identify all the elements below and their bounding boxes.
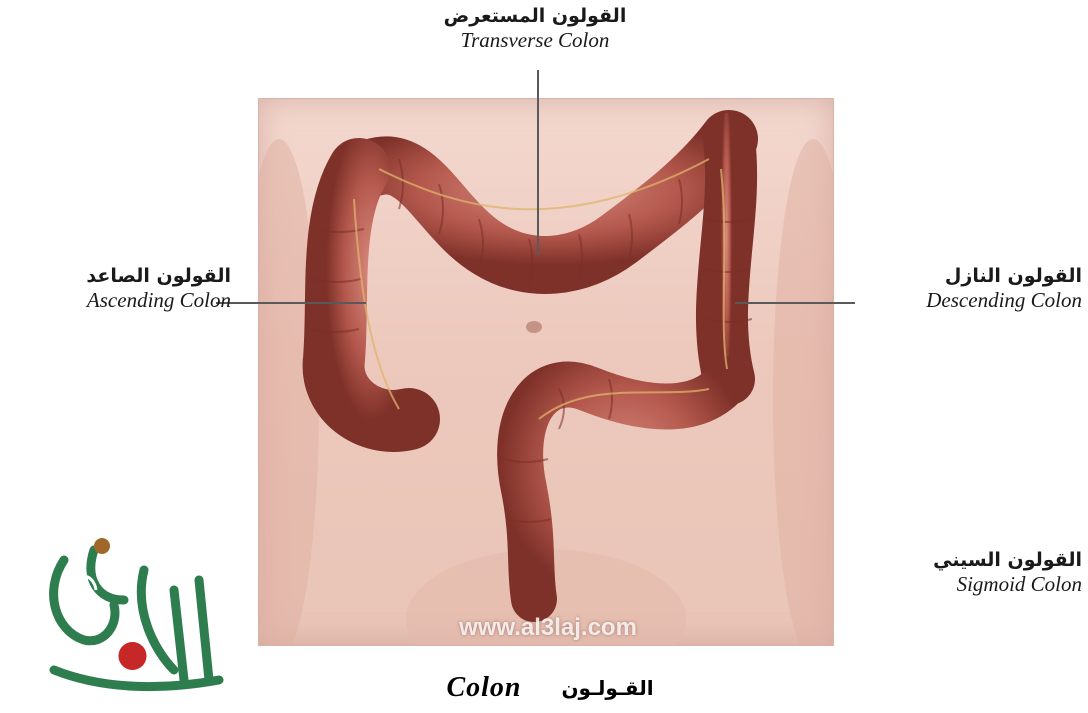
ascending-colon-label-en: Ascending Colon <box>6 288 231 312</box>
transverse-leader-line <box>537 70 539 255</box>
sigmoid-colon-label-en: Sigmoid Colon <box>846 572 1082 596</box>
descending-colon-label: القولون النازل Descending Colon <box>846 266 1082 312</box>
transverse-colon-label-ar: القولون المستعرض <box>390 6 680 28</box>
anatomy-illustration <box>258 98 834 646</box>
transverse-colon-label: القولون المستعرض Transverse Colon <box>390 6 680 52</box>
descending-leader-line <box>735 302 855 304</box>
descending-colon-label-ar: القولون النازل <box>846 266 1082 288</box>
transverse-colon-label-en: Transverse Colon <box>390 28 680 52</box>
transverse-colon-shape <box>369 139 729 265</box>
ascending-colon-shape <box>334 169 409 421</box>
sigmoid-colon-label-ar: القولون السيني <box>846 550 1082 572</box>
colon-drawing <box>259 99 833 645</box>
ascending-colon-label-ar: القولون الصاعد <box>6 266 231 288</box>
diagram-caption: Colon القـولـون <box>380 670 720 706</box>
ascending-colon-label: القولون الصاعد Ascending Colon <box>6 266 231 312</box>
sigmoid-colon-label: القولون السيني Sigmoid Colon <box>846 550 1082 596</box>
al3laj-logo <box>24 530 234 700</box>
caption-ar: القـولـون <box>561 676 653 700</box>
ascending-leader-line <box>216 302 366 304</box>
descending-colon-label-en: Descending Colon <box>846 288 1082 312</box>
site-watermark: www.al3laj.com <box>378 614 718 642</box>
logo-calligraphy-icon <box>24 530 234 700</box>
caption-en: Colon <box>446 672 521 704</box>
